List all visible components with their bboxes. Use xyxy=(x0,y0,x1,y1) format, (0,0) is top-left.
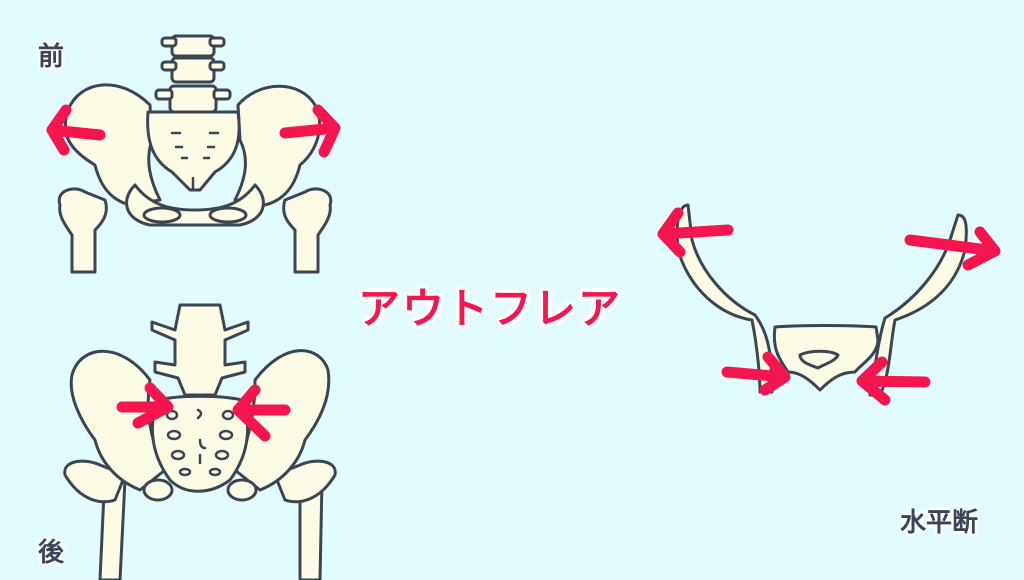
pelvis-horizontal-section xyxy=(675,203,968,397)
outward-arrows-anterior xyxy=(46,104,341,158)
title-outflare: アウトフレア xyxy=(358,284,623,333)
label-horizontal-section: 水平断 xyxy=(900,508,979,538)
pelvis-posterior-view xyxy=(63,303,337,580)
label-front: 前 xyxy=(38,42,65,72)
inward-arrows-posterior xyxy=(116,382,291,442)
label-back: 後 xyxy=(38,538,65,568)
pelvis-anterior-view xyxy=(57,34,333,274)
section-arrows xyxy=(657,207,1001,406)
